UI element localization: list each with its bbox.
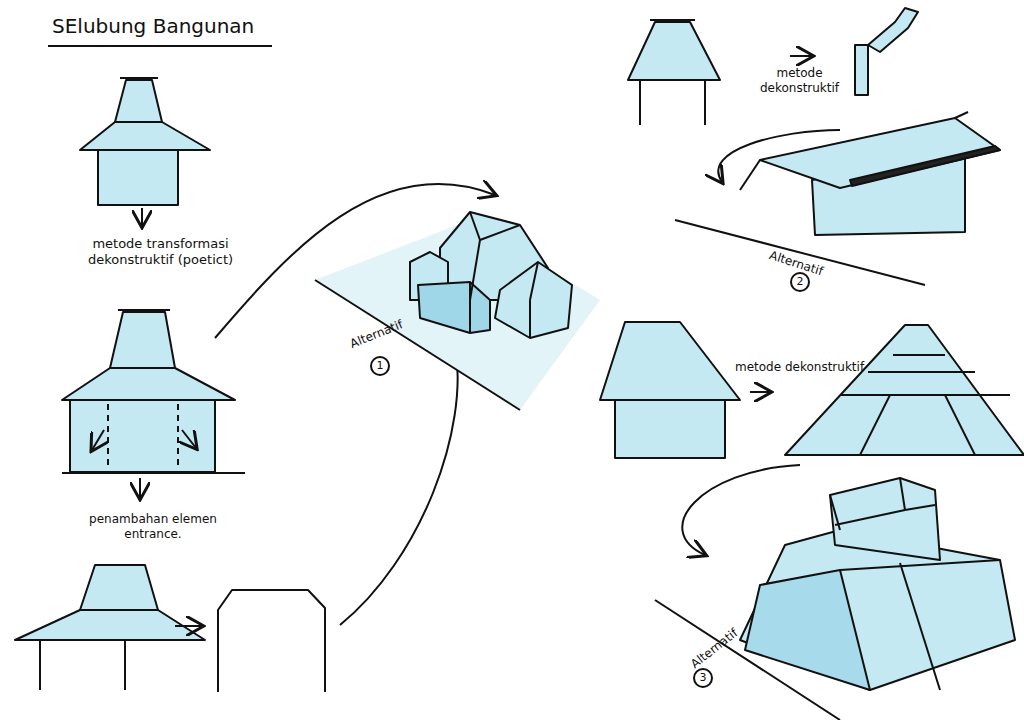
method-note: metode transformasi dekonstruktif (poeti… <box>78 236 243 269</box>
callout-number: 3 <box>700 671 707 685</box>
method-note: penambahan elemen entrance. <box>78 512 228 542</box>
sketch-title: SElubung Bangunan <box>52 14 254 39</box>
alternative-label: Alternatif <box>688 626 741 672</box>
method-note: metode dekonstruktif <box>735 360 864 375</box>
callout-number: 1 <box>377 359 384 373</box>
callout-number: 2 <box>797 275 804 289</box>
method-note: metode dekonstruktif <box>752 66 847 96</box>
alternative-label: Alternatif <box>348 317 405 352</box>
